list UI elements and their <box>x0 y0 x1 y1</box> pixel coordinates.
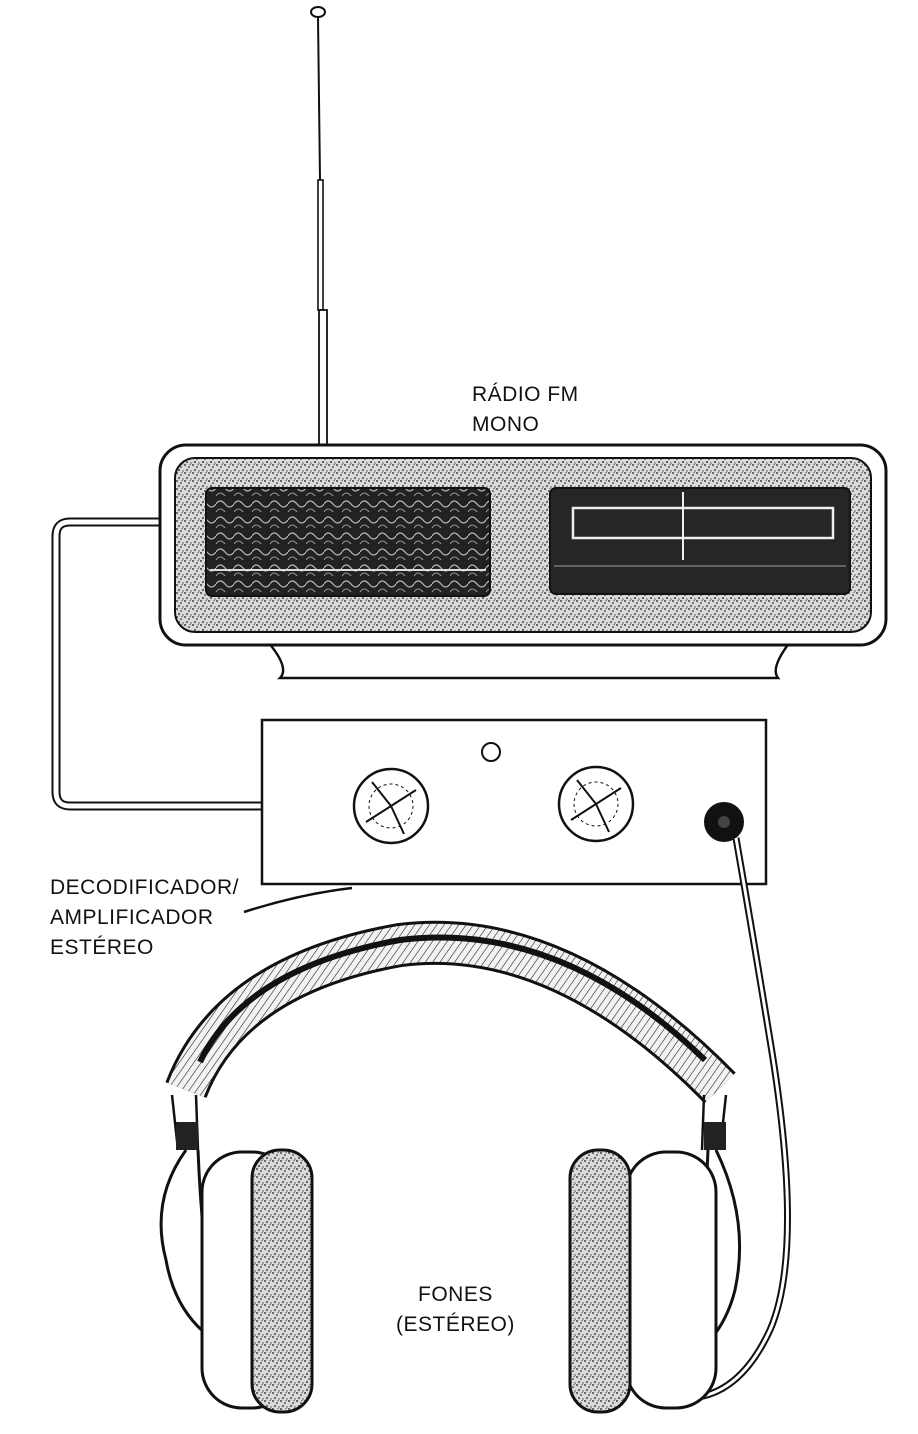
knob-right <box>557 765 635 843</box>
decoder-pointer-line <box>243 886 353 914</box>
decoder-amplifier <box>260 718 768 886</box>
radio-label-line-1: RÁDIO FM <box>472 383 579 406</box>
headphones-label-line-1: FONES <box>418 1283 493 1306</box>
knob-left <box>352 767 430 845</box>
radio-label-line-2: MONO <box>472 413 540 436</box>
stereo-headphones <box>159 920 742 1414</box>
headphones-label-line-2: (ESTÉREO) <box>396 1313 515 1336</box>
radio-label: RÁDIO FM MONO <box>472 380 579 440</box>
headphones-label: FONES (ESTÉREO) <box>396 1280 515 1340</box>
decoder-label-line-1: DECODIFICADOR/ <box>50 876 240 899</box>
decoder-label-line-2: AMPLIFICADOR <box>50 906 214 929</box>
decoder-label-line-3: ESTÉREO <box>50 936 154 959</box>
antenna <box>310 6 328 446</box>
decoder-label: DECODIFICADOR/ AMPLIFICADOR ESTÉREO <box>50 873 239 963</box>
left-earcup <box>200 1148 314 1414</box>
right-earcup <box>568 1148 718 1414</box>
fm-radio <box>158 443 888 680</box>
